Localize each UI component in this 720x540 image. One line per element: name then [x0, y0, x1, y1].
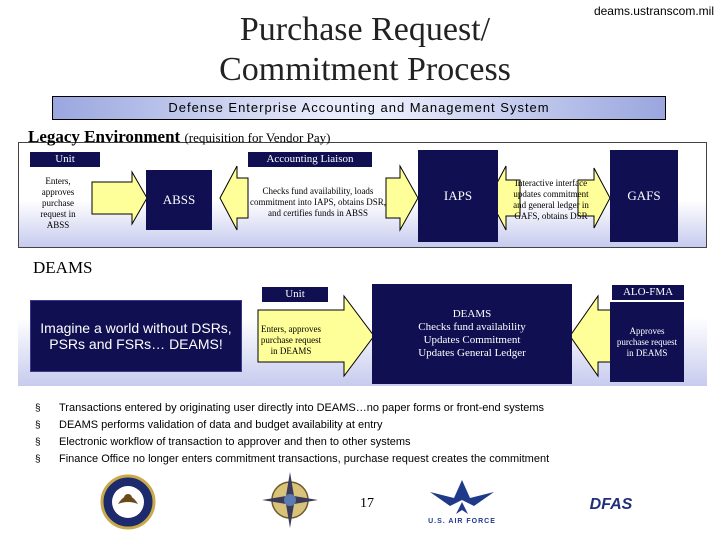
- page-number: 17: [360, 496, 374, 511]
- compass-rose-icon: [262, 472, 318, 528]
- arrow-liaison-iaps: [385, 164, 419, 232]
- liaison-text: Checks fund availability, loads commitme…: [249, 185, 386, 218]
- arrow-interface-gafs: [577, 167, 611, 229]
- gafs-box: GAFS: [610, 150, 678, 242]
- legacy-unit-tab: Unit: [30, 152, 100, 167]
- bullet-marker: §: [35, 403, 41, 414]
- air-force-symbol-icon: [430, 480, 494, 514]
- system-banner: Defense Enterprise Accounting and Manage…: [52, 96, 666, 120]
- list-item: § DEAMS performs validation of data and b…: [35, 417, 549, 434]
- list-item: § Transactions entered by originating use…: [35, 400, 549, 417]
- arrow-alo-to-deams: [569, 294, 613, 378]
- bullet-marker: §: [35, 437, 41, 448]
- deams-unit-tab: Unit: [262, 287, 328, 302]
- bullet-marker: §: [35, 420, 41, 431]
- deams-center-line-2: Updates Commitment: [423, 334, 521, 346]
- bullet-text: Transactions entered by originating user…: [59, 402, 545, 414]
- legacy-title-text: Legacy Environment: [28, 127, 181, 146]
- list-item: § Finance Office no longer enters commitm…: [35, 451, 549, 468]
- deams-section-title: DEAMS: [33, 258, 93, 277]
- legacy-unit-text: Enters, approves purchase request in ABS…: [40, 175, 76, 230]
- page-title: Purchase Request/ Commitment Process: [165, 10, 565, 90]
- bullet-text: Electronic workflow of transaction to ap…: [59, 436, 411, 448]
- bullet-marker: §: [35, 454, 41, 465]
- arrow-unit-to-deams: [257, 294, 375, 378]
- interface-text: Interactive interface updates commitment…: [513, 178, 589, 221]
- site-url: deams.ustranscom.mil: [593, 4, 714, 18]
- dod-seal-icon: [100, 474, 156, 530]
- abss-box: ABSS: [146, 170, 212, 230]
- legacy-subtitle: (requisition for Vendor Pay): [184, 130, 331, 145]
- iaps-box: IAPS: [418, 150, 498, 242]
- bullet-text: DEAMS performs validation of data and bu…: [59, 419, 383, 431]
- liaison-tab: Accounting Liaison: [248, 152, 372, 167]
- title-line-1: Purchase Request/: [239, 11, 491, 48]
- list-item: § Electronic workflow of transaction to a…: [35, 434, 549, 451]
- arrow-iaps-interface: [488, 165, 521, 231]
- usaf-text: U.S. AIR FORCE: [428, 518, 496, 525]
- legacy-title: Legacy Environment (requisition for Vend…: [28, 127, 330, 147]
- title-line-2: Commitment Process: [219, 51, 511, 88]
- deams-center-line-3: Updates General Ledger: [418, 347, 526, 359]
- deams-unit-text: Enters, approves purchase request in DEA…: [260, 323, 322, 356]
- deams-center-box: DEAMS Checks fund availability Updates C…: [372, 284, 572, 384]
- deams-center-title: DEAMS: [452, 308, 492, 320]
- bullet-text: Finance Office no longer enters commitme…: [59, 453, 550, 465]
- dfas-logo-text: DFAS: [589, 496, 633, 513]
- deams-center-line-1: Checks fund availability: [418, 321, 526, 333]
- benefits-list: § Transactions entered by originating use…: [35, 400, 549, 468]
- arrow-unit-to-abss: [91, 170, 148, 226]
- arrow-abss-liaison: [219, 165, 249, 231]
- imagine-box: Imagine a world without DSRs, PSRs and F…: [30, 300, 242, 372]
- alo-fma-tab: ALO-FMA: [612, 285, 684, 300]
- alo-fma-box: Approves purchase request in DEAMS: [610, 302, 684, 382]
- dfas-logo: DFAS: [586, 490, 636, 520]
